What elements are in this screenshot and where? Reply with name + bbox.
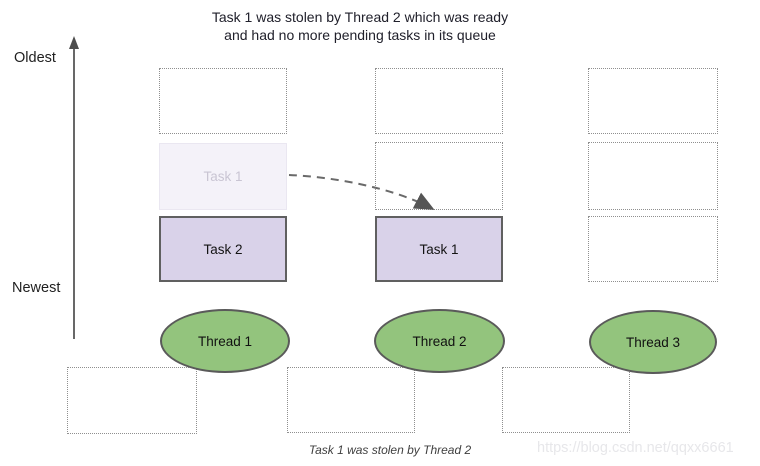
thread3-ellipse: Thread 3: [589, 310, 717, 374]
queue1-slot-oldest-empty: [159, 68, 287, 134]
thread1-label: Thread 1: [197, 333, 253, 349]
diagram-caption: Task 1 was stolen by Thread 2: [308, 443, 472, 457]
queue2-slot-task1: Task 1: [375, 216, 503, 282]
queue3-slot-oldest-empty: [588, 68, 718, 134]
thread3-label: Thread 3: [625, 334, 681, 350]
bottom-queue-slot-2: [287, 367, 415, 433]
diagram-title-line1: Task 1 was stolen by Thread 2 which was …: [211, 9, 509, 25]
axis-newest-label: Newest: [12, 280, 61, 296]
age-axis-arrow-icon: [69, 36, 79, 339]
queue3-slot-middle-empty: [588, 142, 718, 210]
bottom-queue-slot-3: [502, 367, 630, 433]
watermark-url: https://blog.csdn.net/qqxx6661: [537, 440, 734, 456]
thread2-ellipse: Thread 2: [374, 309, 505, 373]
diagram-title-line2: and had no more pending tasks in its que…: [224, 27, 496, 43]
queue2-slot-oldest-empty: [375, 68, 503, 134]
bottom-queue-slot-1: [67, 367, 197, 434]
ghost-task-label: Task 1: [203, 169, 243, 184]
thread2-label: Thread 2: [412, 333, 467, 349]
thread1-ellipse: Thread 1: [160, 309, 290, 373]
task-label: Task 1: [419, 241, 459, 257]
task-label: Task 2: [203, 241, 243, 257]
queue2-slot-middle-empty: [375, 142, 503, 210]
queue1-slot-task2: Task 2: [159, 216, 287, 282]
axis-oldest-label: Oldest: [14, 50, 56, 66]
queue1-slot-ghost-task1: Task 1: [159, 143, 287, 210]
queue3-slot-newest-empty: [588, 216, 718, 282]
diagram-title: Task 1 was stolen by Thread 2 which was …: [145, 8, 575, 44]
